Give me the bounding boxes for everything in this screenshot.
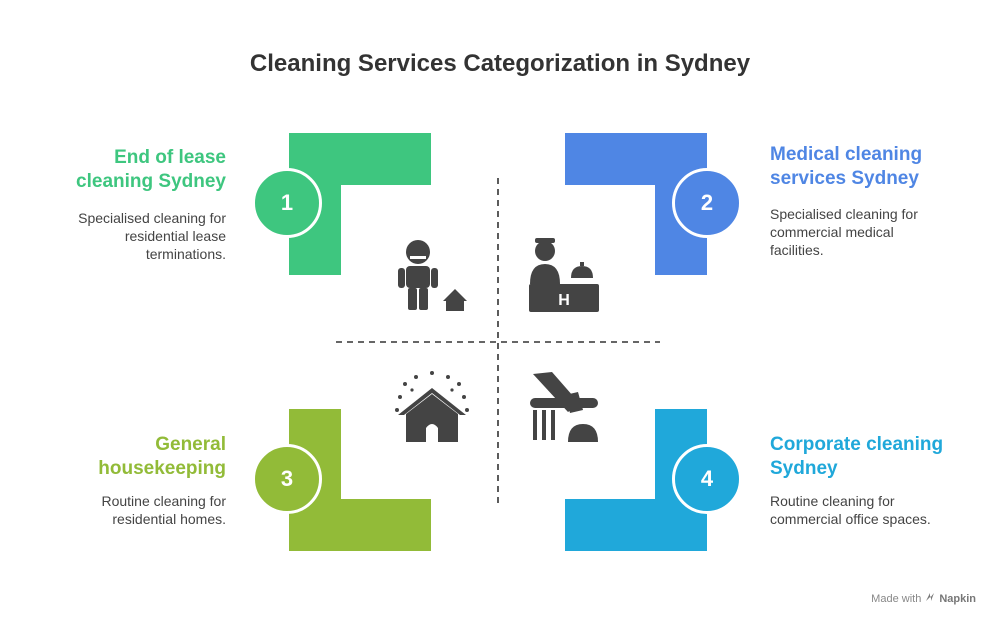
quadrant-4-title-line-1: Corporate cleaning [770, 434, 944, 455]
quadrant-1-desc-line-3: terminations. [145, 246, 226, 262]
quadrant-1-desc-line-2: residential lease [124, 228, 226, 244]
bracket-3 [289, 409, 431, 551]
quadrant-3-title-line-2: housekeeping [98, 458, 226, 479]
quadrant-1-title-line-1: End of lease [114, 147, 226, 168]
page-title: Cleaning Services Categorization in Sydn… [249, 50, 751, 77]
quadrant-4-desc-line-1: Routine cleaning for [770, 493, 895, 509]
quadrant-1-title-line-2: cleaning Sydney [76, 171, 226, 192]
quadrant-4-description: Routine cleaning for commercial office s… [770, 492, 980, 528]
cleaner-person-house-icon [398, 240, 467, 311]
made-with-napkin-footer[interactable]: Made with Napkin [871, 592, 976, 605]
napkin-logo-icon [925, 592, 935, 605]
made-with-label: Made with [871, 592, 922, 605]
bracket-4 [565, 409, 707, 551]
quadrant-2-desc-line-1: Specialised cleaning for [770, 206, 918, 222]
svg-text:H: H [558, 292, 570, 309]
quadrant-3-desc-line-1: Routine cleaning for [101, 493, 226, 509]
number-badge-1: 1 [252, 168, 322, 238]
quadrant-1-title: End of lease cleaning Sydney [26, 146, 226, 194]
number-badge-2: 2 [672, 168, 742, 238]
quadrant-2-title: Medical cleaning services Sydney [770, 143, 980, 191]
quadrant-1-desc-line-1: Specialised cleaning for [78, 210, 226, 226]
quadrant-2-title-line-1: Medical cleaning [770, 144, 923, 165]
quadrant-3-desc-line-2: residential homes. [112, 511, 226, 527]
quadrant-3-title-line-1: General [155, 434, 226, 455]
hotel-reception-icon [529, 238, 599, 312]
napkin-brand-label: Napkin [939, 592, 976, 605]
bracket-1 [289, 133, 431, 275]
quadrant-2-description: Specialised cleaning for commercial medi… [770, 205, 980, 259]
bracket-2 [565, 133, 707, 275]
sparkling-house-icon [395, 371, 469, 442]
quadrant-2-desc-line-3: facilities. [770, 242, 824, 258]
quadrant-4-title: Corporate cleaning Sydney [770, 433, 980, 481]
vacuum-cleaner-icon [530, 372, 598, 442]
quadrant-2-desc-line-2: commercial medical [770, 224, 894, 240]
quadrant-1-description: Specialised cleaning for residential lea… [26, 209, 226, 263]
number-badge-3: 3 [252, 444, 322, 514]
quadrant-3-description: Routine cleaning for residential homes. [26, 492, 226, 528]
quadrant-3-title: General housekeeping [26, 433, 226, 481]
quadrant-4-desc-line-2: commercial office spaces. [770, 511, 931, 527]
quadrant-4-title-line-2: Sydney [770, 458, 838, 479]
number-badge-4: 4 [672, 444, 742, 514]
quadrant-2-title-line-2: services Sydney [770, 168, 919, 189]
